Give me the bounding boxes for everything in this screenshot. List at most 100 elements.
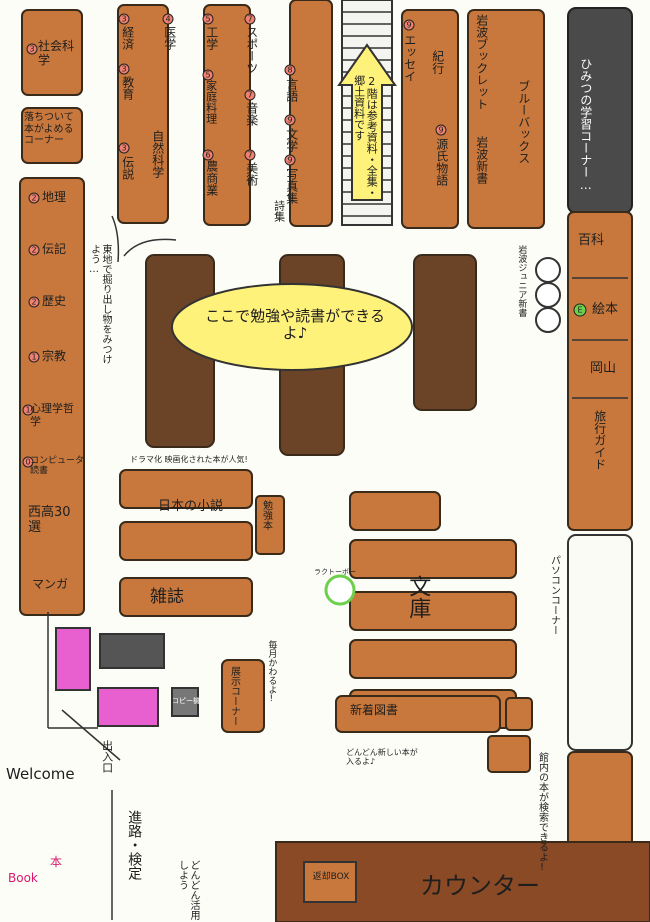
label-legend: 伝説: [120, 156, 135, 180]
label-quiet-corner: 落ちついて本がよめるコーナー: [24, 112, 74, 146]
copy-machine: [171, 687, 199, 717]
study-table-3: [413, 254, 477, 411]
label-new-books-note: どんどん新しい本が入るよ♪: [346, 748, 418, 767]
pc-corner: [567, 534, 633, 751]
shelf-geography: [19, 177, 85, 616]
label-bunko: 文庫: [405, 575, 431, 619]
label-entrance: 出入口: [100, 740, 114, 773]
dot-icon: [26, 43, 38, 55]
dot-number: 2: [31, 194, 36, 203]
dot-number: 9: [287, 156, 292, 165]
stairs-up-arrow: [337, 43, 397, 201]
label-speech-bubble: ここで勉強や読書ができるよ♪: [205, 307, 385, 343]
shelf-new-books-end-2: [487, 735, 531, 773]
dot-number: 2: [31, 298, 36, 307]
dot-icon: [118, 63, 130, 75]
label-catalog-search: 館内の本が検索できるよ!: [536, 752, 548, 873]
label-social-science: 社会科学: [38, 39, 75, 67]
shelf-quiet-corner: [21, 107, 83, 164]
label-exhibit: 展示コーナー: [228, 666, 240, 726]
label-book: Book: [8, 871, 38, 885]
stool-icon: [535, 307, 561, 333]
dot-number: 0: [25, 458, 30, 467]
label-new-books: 新着図書: [350, 703, 399, 717]
label-home-cooking: 家庭料理: [204, 80, 218, 124]
shelf-engineering: [203, 4, 251, 226]
dot-number: 3: [121, 144, 126, 153]
label-rakuto: ラクトーボー: [314, 568, 356, 576]
label-genji: 源氏物語: [434, 138, 449, 186]
label-travel-writing: 紀行: [430, 50, 445, 74]
label-natural-science: 自然科学: [150, 130, 165, 178]
label-essay: エッセイ: [402, 34, 417, 82]
gray-block: [99, 633, 165, 669]
label-literature: 文学: [284, 128, 299, 152]
shelf-social-science: [21, 9, 83, 96]
label-nishikou-30: 西高30選: [28, 505, 71, 535]
dot-icon: [244, 89, 256, 101]
dot-icon: [403, 19, 415, 31]
label-study-books: 勉強本: [260, 500, 272, 530]
stool-icon: [535, 282, 561, 308]
label-history: 歴史: [42, 294, 67, 308]
label-religion: 宗教: [42, 349, 67, 363]
shelf-encyclopedia: [567, 211, 633, 531]
dot-icon: [202, 13, 214, 25]
dot-icon: [28, 296, 40, 308]
dot-number: 9: [438, 126, 443, 135]
shelf-iwanami: [467, 9, 545, 229]
dot-icon: [573, 303, 587, 317]
label-dondon: どんどん活用しよう: [176, 860, 200, 920]
dot-number: 9: [287, 116, 292, 125]
label-agriculture: 農商業: [204, 160, 219, 196]
label-economics: 経済: [120, 26, 135, 50]
label-second-floor: 2階は参考資料・全集・郷土資料です: [352, 75, 379, 198]
label-japanese-novels: 日本の小説: [158, 499, 224, 514]
label-psychology: 心理学哲学: [30, 402, 74, 428]
label-language: 言語: [284, 78, 299, 102]
label-music: 音楽: [244, 102, 259, 126]
label-iwanami-booklet: 岩波ブックレット: [474, 14, 489, 110]
dot-icon: [244, 149, 256, 161]
label-medicine: 医学: [162, 26, 177, 50]
shelf-bunko-2: [349, 539, 517, 579]
shelf-new-books-end: [505, 697, 533, 731]
dot-number: 4: [165, 15, 170, 24]
label-magazines: 雑誌: [150, 587, 184, 607]
dot-number: 7: [247, 151, 252, 160]
pink-block: [55, 627, 91, 691]
pink-block-2: [97, 687, 159, 727]
dot-icon: [118, 13, 130, 25]
shelf-bunko-3: [349, 591, 517, 631]
label-bluebacks: ブルーバックス: [516, 80, 531, 164]
dot-icon: [244, 13, 256, 25]
label-geography: 地理: [42, 190, 67, 204]
label-photo-books: 写真集: [284, 168, 299, 204]
dot-number: 5: [205, 15, 210, 24]
dot-number: 9: [406, 21, 411, 30]
label-secret-study: ひみつの学習コーナー…: [578, 58, 593, 192]
dot-icon: [284, 64, 296, 76]
label-manga: マンガ: [32, 577, 69, 591]
label-copy-machine: コピー機: [172, 697, 200, 705]
dot-number: 1: [25, 406, 30, 415]
shelf-essay: [401, 9, 459, 229]
arrow: [111, 215, 120, 263]
shelf-japanese-novels-2: [119, 521, 253, 561]
dot-number: 1: [31, 353, 36, 362]
label-iwanami-junior: 岩波ジュニア新書: [516, 245, 527, 317]
label-engineering: 工学: [204, 26, 219, 50]
dot-icon: [28, 192, 40, 204]
label-okayama: 岡山: [590, 361, 617, 376]
label-exhibit-note: 毎月かわるよ!: [266, 640, 277, 704]
dot-number: 3: [121, 15, 126, 24]
dot-icon: [118, 142, 130, 154]
arrow: [123, 238, 177, 257]
label-poetry: 詩集: [272, 200, 286, 222]
label-encyclopedia: 百科: [578, 233, 605, 248]
dot-number: 7: [247, 91, 252, 100]
dot-icon: [435, 124, 447, 136]
label-popular-note: ドラマ化 映画化された本が人気!: [130, 455, 248, 464]
